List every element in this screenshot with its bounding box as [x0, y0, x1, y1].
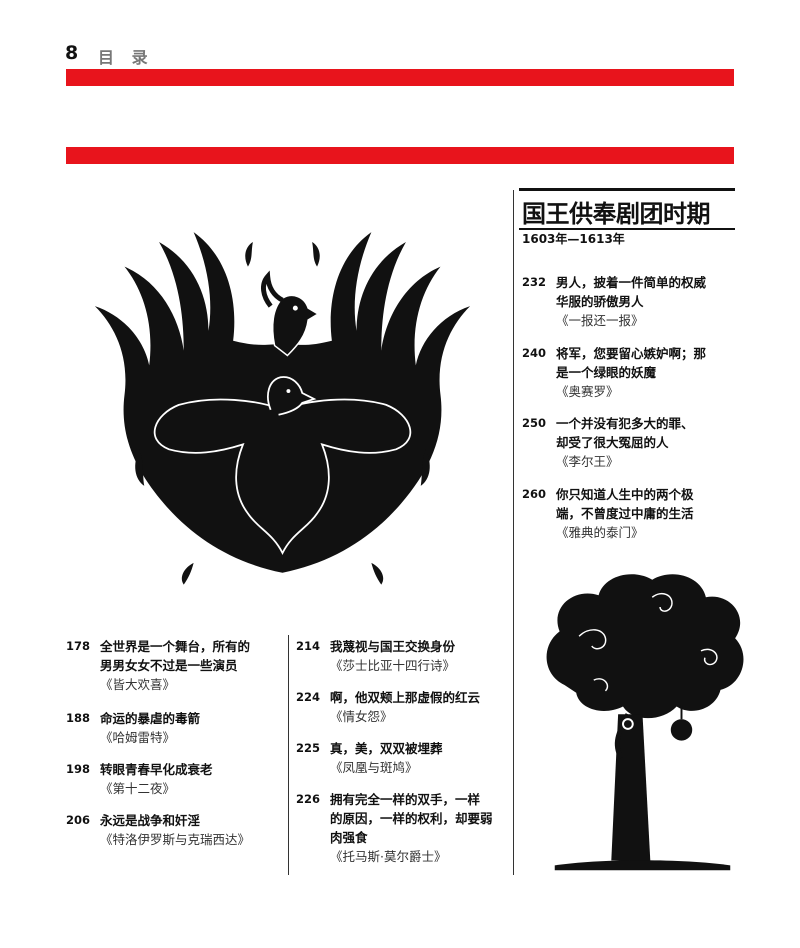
toc-entry-226[interactable]: 226 拥有完全一样的双手，一样 的原因，一样的权利，却要弱 肉强食 《托马斯·…	[296, 790, 493, 866]
entry-title-line: 将军，您要留心嫉妒啊；那	[556, 346, 707, 361]
entry-page-number: 260	[522, 487, 547, 501]
entry-play-title: 《莎士比亚十四行诗》	[330, 658, 456, 673]
entry-title-line: 肉强食	[330, 830, 368, 845]
section-years: 1603年—1613年	[522, 232, 625, 246]
top-red-bar	[66, 69, 734, 86]
entry-play-title: 《李尔王》	[556, 454, 619, 469]
entry-play-title: 《奥赛罗》	[556, 384, 619, 399]
page-title: 目 录	[98, 48, 154, 67]
entry-title-line: 啊，他双颊上那虚假的红云	[330, 690, 481, 705]
entry-title-line: 男男女女不过是一些演员	[100, 658, 238, 673]
entry-title-line: 是一个绿眼的妖魔	[556, 365, 657, 380]
entry-page-number: 224	[296, 690, 321, 704]
entry-play-title: 《第十二夜》	[100, 781, 176, 796]
section-title: 国王供奉剧团时期	[522, 200, 711, 228]
entry-page-number: 198	[66, 762, 91, 776]
entry-page-number: 206	[66, 813, 91, 827]
entry-play-title: 《托马斯·莫尔爵士》	[330, 849, 447, 864]
toc-entry-178[interactable]: 178 全世界是一个舞台，所有的 男男女女不过是一些演员 《皆大欢喜》	[66, 637, 250, 694]
toc-entry-224[interactable]: 224 啊，他双颊上那虚假的红云 《情女怨》	[296, 688, 480, 726]
entry-play-title: 《情女怨》	[330, 709, 393, 724]
entry-page-number: 214	[296, 639, 321, 653]
entry-page-number: 250	[522, 416, 547, 430]
entry-page-number: 188	[66, 711, 91, 725]
entry-play-title: 《特洛伊罗斯与克瑞西达》	[100, 832, 251, 847]
phoenix-illustration	[94, 232, 471, 585]
second-red-bar	[66, 147, 734, 164]
entry-page-number: 225	[296, 741, 321, 755]
column-divider-right	[513, 190, 514, 875]
entry-play-title: 《凤凰与斑鸠》	[330, 760, 418, 775]
tree-illustration	[546, 574, 744, 871]
entry-page-number: 240	[522, 346, 547, 360]
entry-title-line: 却受了很大冤屈的人	[556, 435, 669, 450]
entry-title-line: 全世界是一个舞台，所有的	[100, 639, 251, 654]
entry-title-line: 男人，披着一件简单的权威	[556, 275, 707, 290]
toc-entry-250[interactable]: 250 一个并没有犯多大的罪、 却受了很大冤屈的人 《李尔王》	[522, 414, 694, 471]
section-rule-top	[519, 188, 735, 191]
entry-title-line: 你只知道人生中的两个极	[556, 487, 694, 502]
entry-title-line: 我蔑视与国王交换身份	[330, 639, 456, 654]
toc-entry-225[interactable]: 225 真，美，双双被埋葬 《凤凰与斑鸠》	[296, 739, 443, 777]
entry-play-title: 《皆大欢喜》	[100, 677, 176, 692]
toc-entry-232[interactable]: 232 男人，披着一件简单的权威 华服的骄傲男人 《一报还一报》	[522, 273, 706, 330]
entry-page-number: 232	[522, 275, 547, 289]
page-number: 8	[65, 42, 79, 64]
column-divider-middle	[288, 635, 289, 875]
entry-play-title: 《哈姆雷特》	[100, 730, 176, 745]
entry-title-line: 端，不曾度过中庸的生活	[556, 506, 694, 521]
entry-title-line: 一个并没有犯多大的罪、	[556, 416, 694, 431]
entry-play-title: 《雅典的泰门》	[556, 525, 644, 540]
entry-title-line: 命运的暴虐的毒箭	[100, 711, 201, 726]
toc-entry-198[interactable]: 198 转眼青春早化成衰老 《第十二夜》	[66, 760, 213, 798]
entry-page-number: 178	[66, 639, 91, 653]
entry-title-line: 的原因，一样的权利，却要弱	[330, 811, 493, 826]
entry-title-line: 真，美，双双被埋葬	[330, 741, 443, 756]
entry-play-title: 《一报还一报》	[556, 313, 644, 328]
section-rule	[519, 228, 735, 230]
entry-title-line: 拥有完全一样的双手，一样	[330, 792, 481, 807]
entry-title-line: 转眼青春早化成衰老	[100, 762, 213, 777]
toc-entry-214[interactable]: 214 我蔑视与国王交换身份 《莎士比亚十四行诗》	[296, 637, 455, 675]
entry-title-line: 华服的骄傲男人	[556, 294, 644, 309]
toc-entry-188[interactable]: 188 命运的暴虐的毒箭 《哈姆雷特》	[66, 709, 200, 747]
entry-page-number: 226	[296, 792, 321, 806]
toc-entry-206[interactable]: 206 永远是战争和奸淫 《特洛伊罗斯与克瑞西达》	[66, 811, 250, 849]
toc-entry-260[interactable]: 260 你只知道人生中的两个极 端，不曾度过中庸的生活 《雅典的泰门》	[522, 485, 694, 542]
entry-title-line: 永远是战争和奸淫	[100, 813, 201, 828]
toc-entry-240[interactable]: 240 将军，您要留心嫉妒啊；那 是一个绿眼的妖魔 《奥赛罗》	[522, 344, 706, 401]
